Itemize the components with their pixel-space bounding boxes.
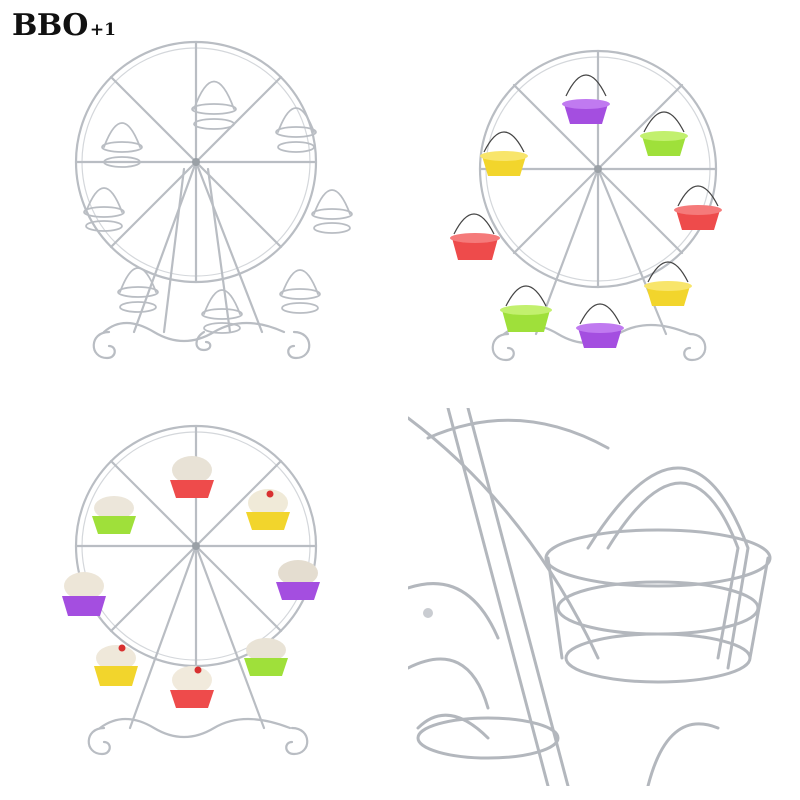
photo-empty-stand	[14, 14, 392, 392]
photo-stand-with-cupcakes	[14, 408, 392, 786]
cup-holder-closeup-illustration	[408, 408, 772, 786]
brand-logo-text: BBO	[12, 8, 88, 43]
ferris-wheel-liners-illustration	[450, 49, 722, 362]
ferris-wheel-cupcakes-illustration	[62, 424, 320, 756]
photo-stand-with-liners	[408, 14, 786, 392]
photo-closeup-cup-holder	[408, 408, 786, 786]
brand-logo-suffix: +1	[89, 20, 116, 40]
brand-logo: BBO +1	[12, 8, 116, 43]
ferris-wheel-empty-illustration	[74, 40, 353, 360]
